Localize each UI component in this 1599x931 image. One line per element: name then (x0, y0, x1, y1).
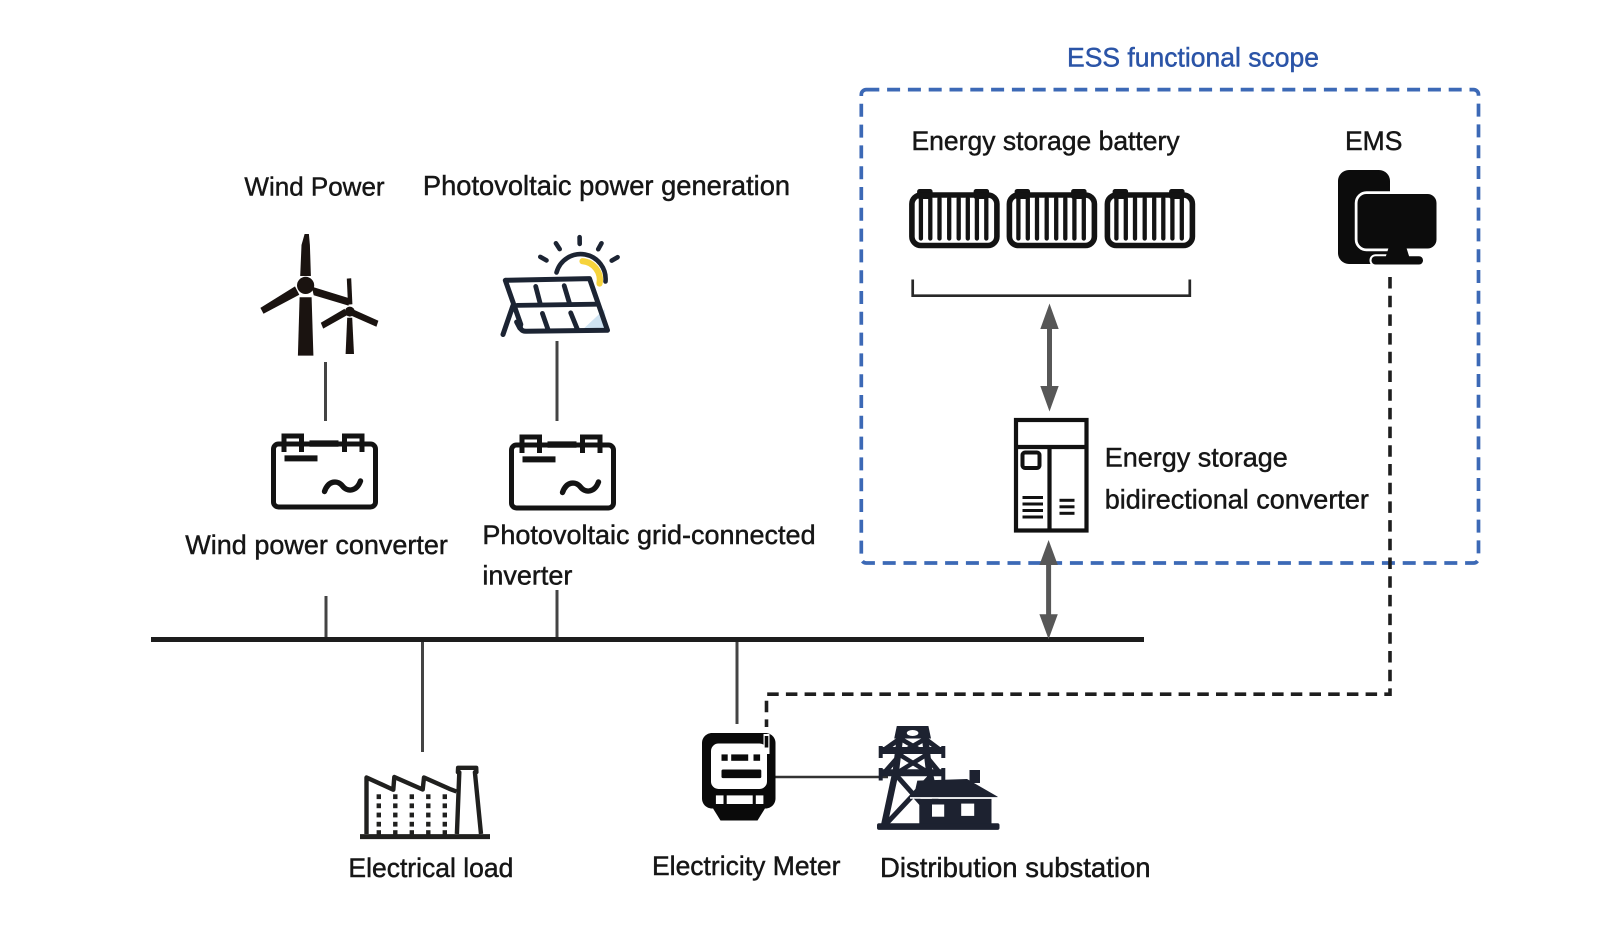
svg-text:Distribution substation: Distribution substation (880, 852, 1151, 883)
svg-text:Electricity Meter: Electricity Meter (652, 851, 841, 881)
svg-text:Photovoltaic power generation: Photovoltaic power generation (423, 170, 790, 201)
svg-text:Energy storage battery: Energy storage battery (912, 126, 1181, 156)
svg-text:ESS functional scope: ESS functional scope (1067, 42, 1319, 72)
svg-text:inverter: inverter (482, 560, 572, 590)
svg-text:Energy storage: Energy storage (1105, 443, 1288, 473)
svg-text:EMS: EMS (1345, 126, 1402, 156)
svg-text:bidirectional converter: bidirectional converter (1105, 485, 1369, 515)
svg-text:Wind power converter: Wind power converter (185, 530, 448, 560)
svg-text:Wind Power: Wind Power (244, 172, 384, 202)
svg-text:Electrical load: Electrical load (348, 853, 513, 883)
svg-text:Photovoltaic grid-connected: Photovoltaic grid-connected (482, 520, 815, 550)
